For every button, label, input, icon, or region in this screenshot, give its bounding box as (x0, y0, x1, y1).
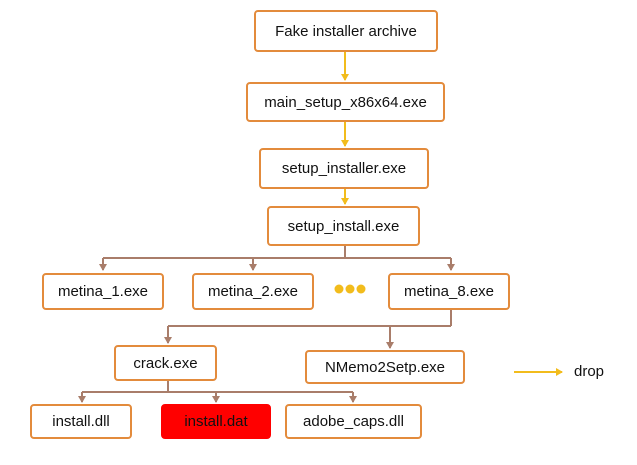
node-metina-8: metina_8.exe (388, 273, 510, 310)
node-nmemo2setp: NMemo2Setp.exe (305, 350, 465, 384)
ellipsis-dots-icon (334, 284, 366, 294)
tree-connector-crack (78, 380, 357, 403)
node-fake-installer-archive: Fake installer archive (254, 10, 438, 52)
node-install-dll: install.dll (30, 404, 132, 439)
node-metina-1: metina_1.exe (42, 273, 164, 310)
node-setup-installer: setup_installer.exe (259, 148, 429, 189)
node-adobe-caps: adobe_caps.dll (285, 404, 422, 439)
node-metina-2: metina_2.exe (192, 273, 314, 310)
node-crack: crack.exe (114, 345, 217, 381)
tree-connector-metina-8 (164, 309, 452, 349)
node-install-dat: install.dat (161, 404, 271, 439)
legend-drop-label: drop (574, 363, 605, 380)
tree-connector-setup-install (99, 245, 455, 271)
node-setup-install: setup_install.exe (267, 206, 420, 246)
node-main-setup: main_setup_x86x64.exe (246, 82, 445, 122)
